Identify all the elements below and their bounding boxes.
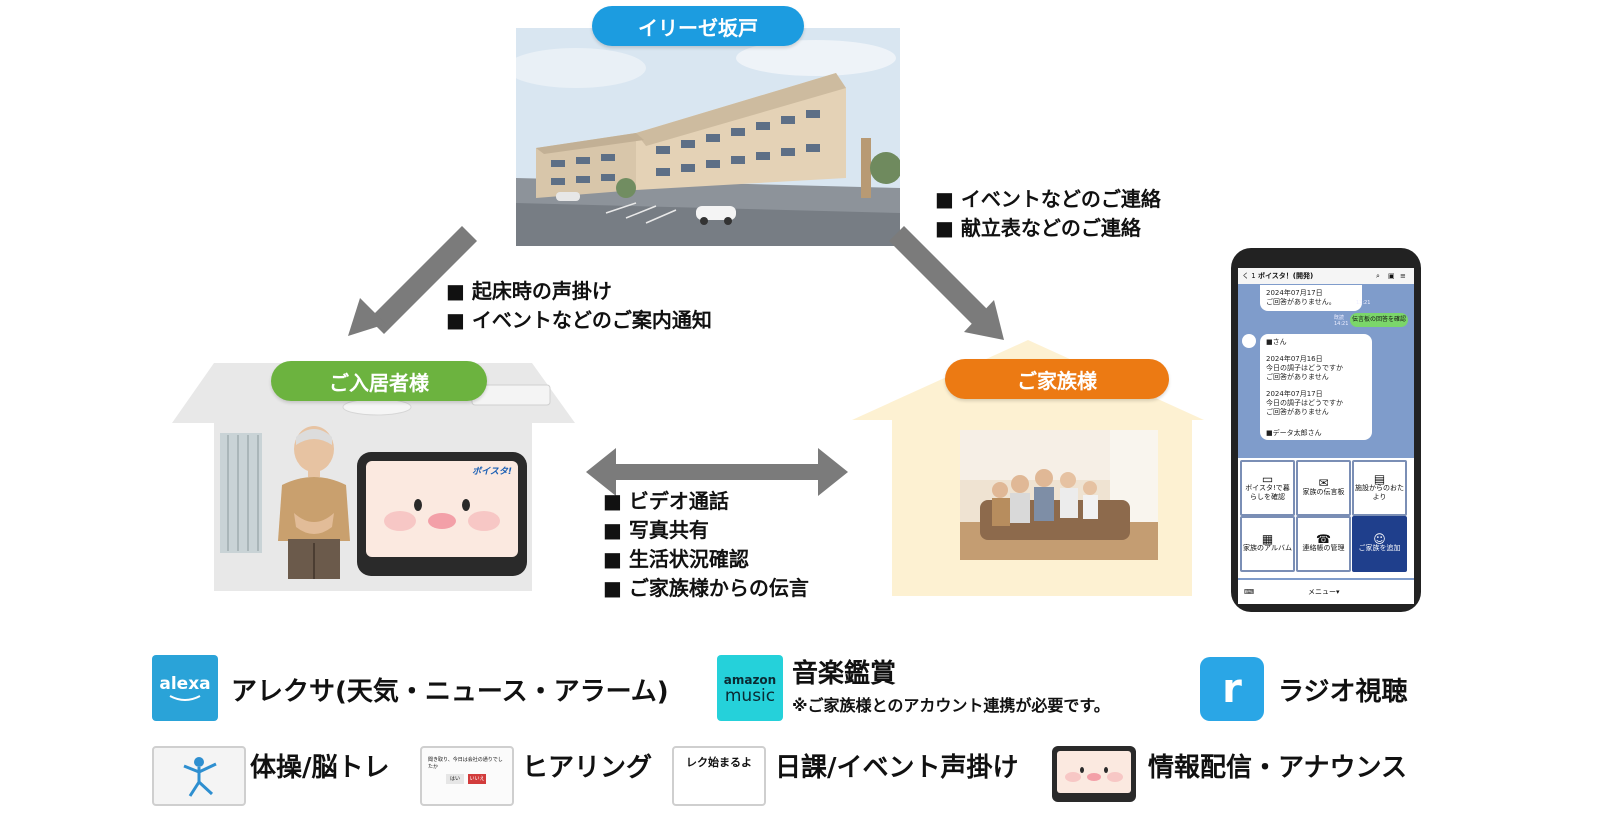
message-question: 今日の調子はどうですか xyxy=(1266,364,1343,372)
residents-label: ご入居者様 xyxy=(271,361,487,401)
message-time: 14:21 xyxy=(1334,321,1349,327)
bullet-item: ご家族様からの伝言 xyxy=(603,574,809,603)
bullet-item: 写真共有 xyxy=(603,516,809,545)
bullet-item: 起床時の声掛け xyxy=(446,277,712,306)
checkin-message: ■さん 2024年07月16日 今日の調子はどうですか ご回答がありません 20… xyxy=(1260,334,1372,440)
menu-toggle[interactable]: メニュー▾ xyxy=(1308,588,1340,596)
menu-tile-album[interactable]: ▦ 家族のアルバム xyxy=(1240,516,1295,572)
message-signature: ■データ太郎さん xyxy=(1266,429,1322,437)
feature-radio: ラジオ視聴 xyxy=(1278,677,1408,707)
green-message: 伝言板の回答を確認 xyxy=(1350,313,1408,327)
search-icon[interactable]: ⌕ xyxy=(1376,272,1380,280)
photo-icon: ▦ xyxy=(1261,532,1274,546)
feature-music: 音楽鑑賞 xyxy=(792,659,897,689)
facility-to-residents-list: 起床時の声掛け イベントなどのご案内通知 xyxy=(446,277,712,335)
device-screen: ボイスタ! xyxy=(366,461,518,557)
person-icon: ☺ xyxy=(1373,532,1386,546)
keyboard-icon[interactable]: ⌨ xyxy=(1244,588,1255,596)
radiko-logo: r xyxy=(1200,657,1264,721)
document-icon: ▤ xyxy=(1373,471,1386,486)
bot-avatar xyxy=(1242,334,1256,348)
bullet-item: イベントなどのご案内通知 xyxy=(446,306,712,335)
bullet-item: 献立表などのご連絡 xyxy=(935,214,1161,243)
facility-label: イリーゼ坂戸 xyxy=(592,6,804,46)
yes-button: はい xyxy=(446,774,464,784)
message-answer: ご回答がありません xyxy=(1266,408,1329,416)
smart-display-device: ボイスタ! xyxy=(357,452,527,576)
arrow-facility-to-residents xyxy=(348,226,477,336)
recipient-name: ■さん xyxy=(1266,338,1287,346)
resident-person-illustration xyxy=(272,423,356,583)
routine-thumbnail: レク始まるよ xyxy=(672,746,766,806)
feature-alexa: アレクサ(天気・ニュース・アラーム) xyxy=(231,677,669,707)
phone-header: く 1 ボイスタ！(開発) ⌕ ▣ ≡ xyxy=(1238,268,1414,284)
smartphone: く 1 ボイスタ！(開発) ⌕ ▣ ≡ 2024年07月17日 ご回答がありませ… xyxy=(1231,248,1421,612)
residents-family-list: ビデオ通話 写真共有 生活状況確認 ご家族様からの伝言 xyxy=(603,487,809,603)
device-logo: ボイスタ! xyxy=(472,467,512,477)
top-message: 2024年07月17日 ご回答がありません。 xyxy=(1260,285,1362,311)
menu-tile-facility-news[interactable]: ▤ 施設からのおたより xyxy=(1352,460,1407,516)
face-icon xyxy=(384,499,500,531)
bullet-item: ビデオ通話 xyxy=(603,487,809,516)
menu-tile-message-board[interactable]: ✉ 家族の伝言板 xyxy=(1296,460,1351,516)
arrow-facility-to-family xyxy=(889,226,1004,340)
message-time: 13:21 xyxy=(1356,300,1371,306)
no-button: いいえ xyxy=(468,774,486,784)
building-illustration xyxy=(516,28,900,246)
exercise-figure-icon xyxy=(183,757,217,797)
message-question: 今日の調子はどうですか xyxy=(1266,399,1343,407)
family-label: ご家族様 xyxy=(945,359,1169,399)
rich-menu: ▭ ボイスタ!で暮らしを確認 ✉ 家族の伝言板 ▤ 施設からのおたより ▦ 家族… xyxy=(1238,458,1414,578)
chat-title: ボイスタ！(開発) xyxy=(1258,272,1314,280)
chat-icon: ✉ xyxy=(1318,476,1329,490)
feature-exercise: 体操/脳トレ xyxy=(250,753,390,783)
feature-hearing: ヒアリング xyxy=(522,753,653,783)
menu-tile-contacts[interactable]: ☎ 連絡帳の管理 xyxy=(1296,516,1351,572)
feature-music-note: ※ご家族様とのアカウント連携が必要です。 xyxy=(792,696,1110,715)
feature-info: 情報配信・アナウンス xyxy=(1148,753,1407,783)
feature-routine: 日課/イベント声掛け xyxy=(775,753,1019,783)
message-answer: ご回答がありません xyxy=(1266,373,1329,381)
family-photo xyxy=(960,430,1158,560)
facility-to-family-list: イベントなどのご連絡 献立表などのご連絡 xyxy=(935,185,1161,243)
bullet-item: 生活状況確認 xyxy=(603,545,809,574)
phone-footer: ⌨ メニュー▾ xyxy=(1238,580,1414,604)
phone-screen: く 1 ボイスタ！(開発) ⌕ ▣ ≡ 2024年07月17日 ご回答がありませ… xyxy=(1238,268,1414,604)
menu-tile-lifestyle[interactable]: ▭ ボイスタ!で暮らしを確認 xyxy=(1240,460,1295,516)
phone-icon: ☎ xyxy=(1316,532,1331,546)
tablet-icon: ▭ xyxy=(1261,471,1274,486)
face-icon xyxy=(1065,767,1123,782)
message-date: 2024年07月17日 xyxy=(1266,289,1323,297)
note-icon[interactable]: ▣ xyxy=(1388,272,1395,280)
bullet-item: イベントなどのご連絡 xyxy=(935,185,1161,214)
hearing-thumbnail: 聞き取り、今日は会社の通りでしたか はい いいえ xyxy=(420,746,514,806)
amazon-music-logo: amazon music xyxy=(717,655,783,721)
info-thumbnail xyxy=(1052,746,1136,802)
message-date: 2024年07月16日 xyxy=(1266,355,1323,363)
alexa-logo: alexa xyxy=(152,655,218,721)
arrow-residents-family xyxy=(586,448,848,496)
message-text: ご回答がありません。 xyxy=(1266,298,1336,306)
facility-photo xyxy=(516,28,900,246)
exercise-thumbnail xyxy=(152,746,246,806)
menu-icon[interactable]: ≡ xyxy=(1400,272,1406,280)
message-date: 2024年07月17日 xyxy=(1266,390,1323,398)
menu-tile-add-family[interactable]: ☺ ご家族を追加 xyxy=(1352,516,1407,572)
back-button[interactable]: く 1 xyxy=(1242,272,1256,280)
read-label: 既読 xyxy=(1334,315,1345,321)
